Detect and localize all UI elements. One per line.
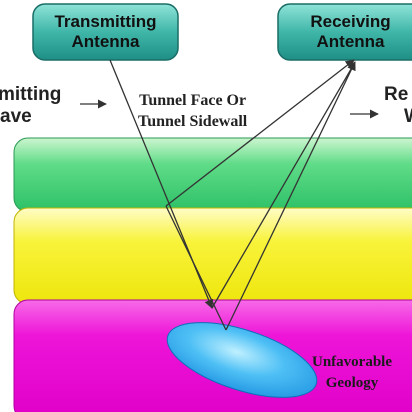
green-layer <box>13 137 412 213</box>
left-wave-label-line1: mitting <box>0 84 62 105</box>
tunnel-label-line2: Tunnel Sidewall <box>138 113 248 130</box>
left-wave-label-line2: ave <box>0 106 32 127</box>
receiving-antenna-line1: Receiving <box>310 12 391 31</box>
right-wave-label-line1: Re <box>384 84 409 105</box>
left-wave-label: mitting ave <box>0 84 61 128</box>
reflected-ray-main <box>225 61 356 331</box>
right-wave-label-line2: W <box>384 106 412 128</box>
transmitting-antenna-line2: Antenna <box>71 32 140 51</box>
geology-label-line1: Unfavorable <box>312 354 392 370</box>
geology-label-line2: Geology <box>325 375 379 391</box>
transmitting-antenna: Transmitting Antenna <box>33 4 178 60</box>
receiving-antenna: Receiving Antenna <box>278 4 412 60</box>
geology-label: Unfavorable Geology <box>312 352 392 394</box>
surface-reflection-ray <box>165 59 355 207</box>
yellow-layer <box>13 207 412 305</box>
ray-paths <box>109 59 356 331</box>
transmitting-antenna-box <box>32 3 179 61</box>
incident-ray-to-geology <box>165 205 227 331</box>
transmitting-antenna-line1: Transmitting <box>54 12 157 31</box>
tunnel-label: Tunnel Face Or Tunnel Sidewall <box>138 90 247 132</box>
tunnel-label-line1: Tunnel Face Or <box>139 92 247 109</box>
unfavorable-geology-ellipse <box>166 322 318 398</box>
receiving-antenna-line2: Antenna <box>316 32 385 51</box>
reflected-ray-main-2 <box>211 63 355 309</box>
right-wave-label: Re W <box>384 84 412 128</box>
